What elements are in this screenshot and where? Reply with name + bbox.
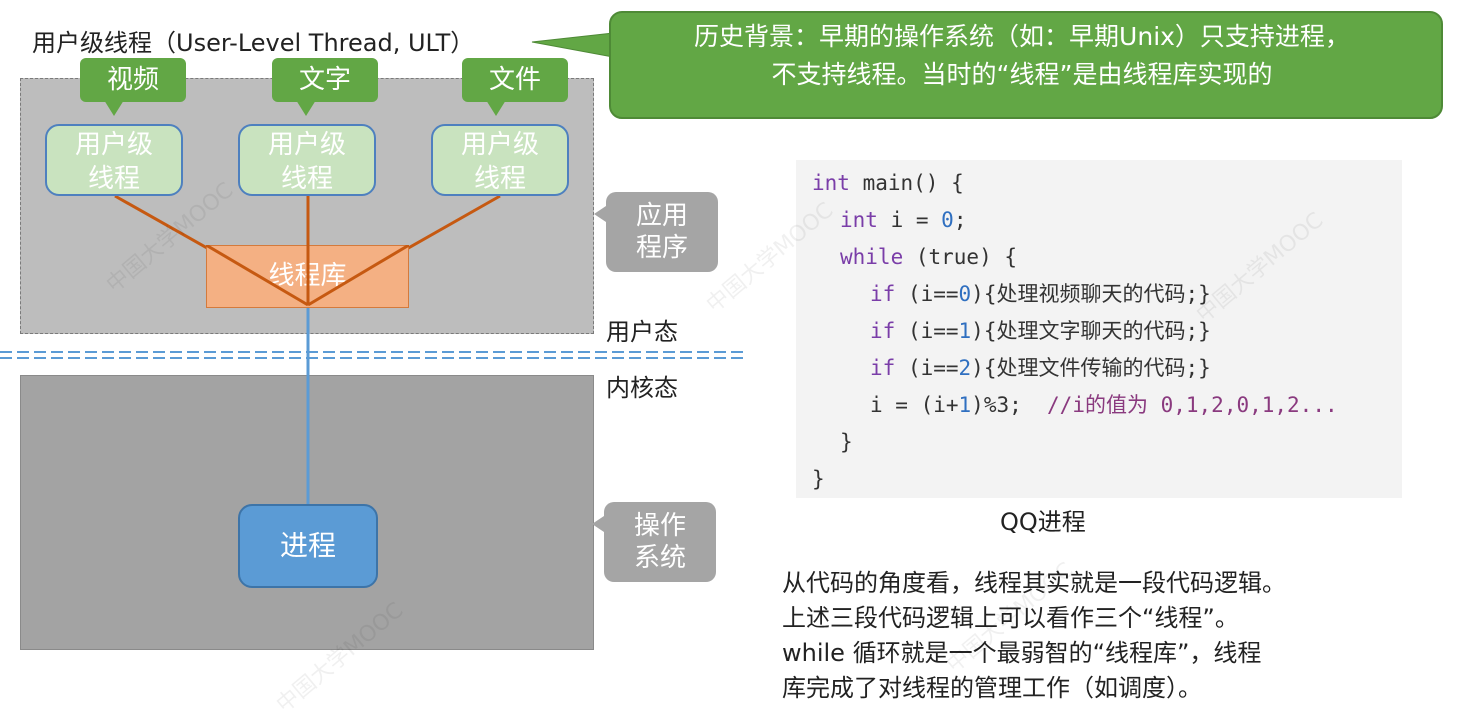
thread-label-line2: 线程 (280, 164, 333, 194)
code-line-9: } (812, 467, 825, 491)
process-box: 进程 (238, 504, 378, 588)
user-level-thread-3: 用户级 线程 (431, 124, 569, 196)
kernel-mode-label: 内核态 (606, 374, 678, 402)
code-line-7: i = (i+1)%3; //i的值为 0,1,2,0,1,2... (870, 393, 1338, 417)
code-line-3: while (true) { (840, 245, 1018, 269)
code-line-6: if (i==2){处理文件传输的代码;} (870, 356, 1211, 380)
side-tag-application-pointer (594, 206, 606, 222)
thread-label-line2: 线程 (87, 164, 140, 194)
user-level-thread-2: 用户级 线程 (238, 124, 376, 196)
callout-box (609, 11, 1443, 119)
thread-label-line1: 用户级 (74, 130, 153, 160)
side-tag-line1: 操作 (633, 511, 686, 541)
user-level-thread-1: 用户级 线程 (45, 124, 183, 196)
code-line-8: } (840, 430, 853, 454)
user-mode-label: 用户态 (606, 318, 678, 346)
side-tag-os: 操作 系统 (604, 502, 716, 582)
explanation-text: 从代码的角度看，线程其实就是一段代码逻辑。 上述三段代码逻辑上可以看作三个“线程… (782, 566, 1452, 706)
code-line-2: int i = 0; (840, 208, 967, 232)
callout-line-2: 不支持线程。当时的“线程”是由线程库实现的 (771, 60, 1273, 89)
code-line-4: if (i==0){处理视频聊天的代码;} (870, 282, 1211, 306)
code-caption: QQ进程 (1000, 508, 1086, 536)
library-overlay-lines (206, 245, 409, 307)
tag-text: 文字 (272, 58, 378, 102)
explanation-line-1: 从代码的角度看，线程其实就是一段代码逻辑。 (782, 569, 1286, 597)
explanation-line-4: 库完成了对线程的管理工作（如调度）。 (782, 674, 1202, 702)
tag-video-pointer (104, 100, 124, 116)
code-block: int main() { int i = 0; while (true) { i… (796, 160, 1402, 498)
callout-line-1: 历史背景：早期的操作系统（如：早期Unix）只支持进程， (694, 22, 1350, 51)
tag-video: 视频 (80, 58, 186, 102)
code-line-5: if (i==1){处理文字聊天的代码;} (870, 319, 1211, 343)
explanation-line-3: while 循环就是一个最弱智的“线程库”，线程 (782, 639, 1262, 667)
code-line-1: int main() { (812, 171, 964, 195)
thread-label-line2: 线程 (473, 164, 526, 194)
side-tag-os-pointer (592, 516, 604, 532)
thread-label-line1: 用户级 (267, 130, 346, 160)
tag-text-pointer (296, 100, 316, 116)
tag-file-pointer (486, 100, 506, 116)
side-tag-application: 应用 程序 (606, 192, 718, 272)
side-tag-line2: 系统 (633, 543, 686, 573)
side-tag-line1: 应用 (635, 201, 688, 231)
tag-file: 文件 (462, 58, 568, 102)
thread-label-line1: 用户级 (460, 130, 539, 160)
explanation-line-2: 上述三段代码逻辑上可以看作三个“线程”。 (782, 604, 1239, 632)
history-callout: 历史背景：早期的操作系统（如：早期Unix）只支持进程， 不支持线程。当时的“线… (622, 18, 1422, 94)
diagram-title: 用户级线程（User-Level Thread, ULT） (32, 29, 475, 57)
side-tag-line2: 程序 (635, 233, 688, 263)
